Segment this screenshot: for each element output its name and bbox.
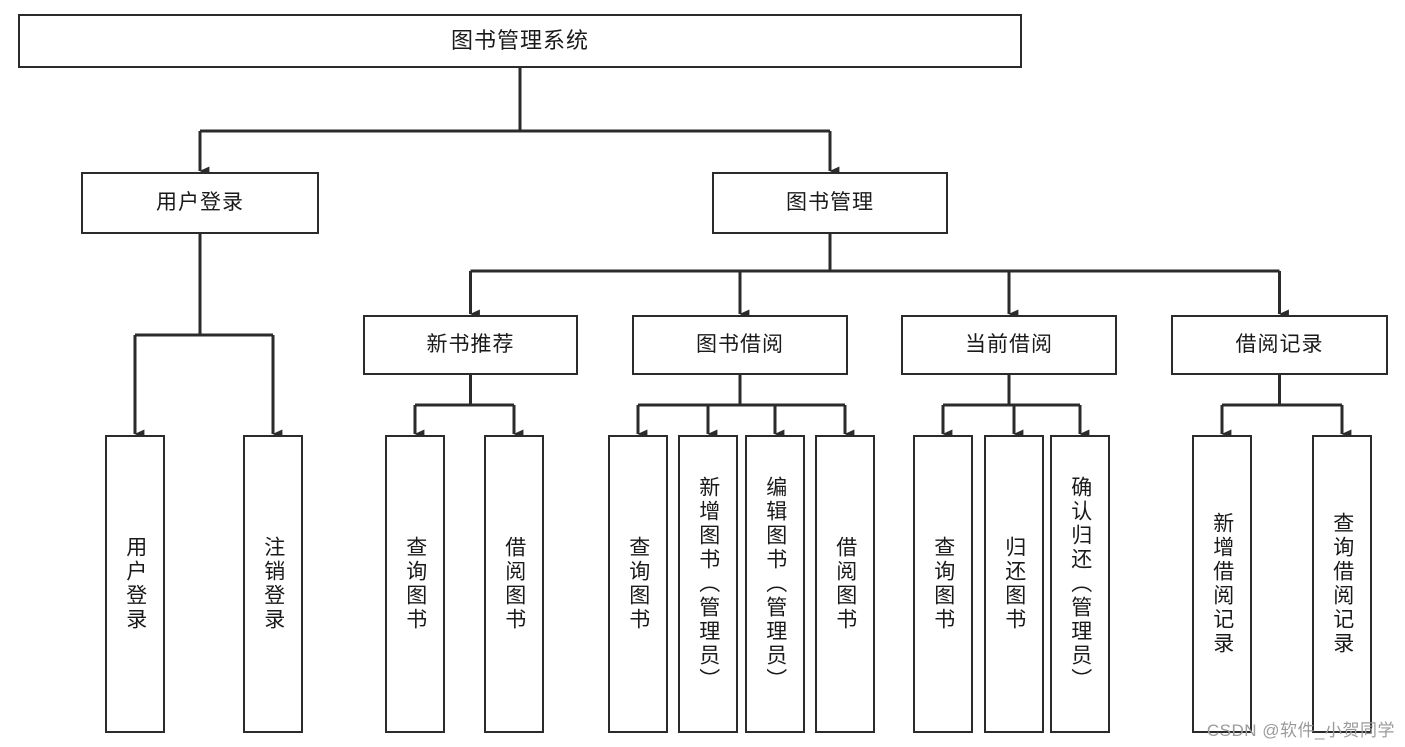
node-root[interactable]: 图书管理系统 — [18, 14, 1022, 68]
node-user-login[interactable]: 用户登录 — [81, 172, 319, 234]
node-leaf-confirm-return-admin-label: 确认归还（管理员） — [1068, 476, 1092, 692]
node-leaf-confirm-return-admin[interactable]: 确认归还（管理员） — [1050, 435, 1110, 733]
node-book-borrow[interactable]: 图书借阅 — [632, 315, 848, 375]
node-leaf-add-book-admin[interactable]: 新增图书（管理员） — [678, 435, 738, 733]
node-current-borrow-label: 当前借阅 — [965, 333, 1053, 357]
node-leaf-user-login-label: 用户登录 — [123, 536, 147, 632]
node-borrow-record[interactable]: 借阅记录 — [1171, 315, 1388, 375]
node-leaf-query-book-current-label: 查询图书 — [931, 536, 955, 632]
node-leaf-query-book-borrow-label: 查询图书 — [626, 536, 650, 632]
node-leaf-logout[interactable]: 注销登录 — [243, 435, 303, 733]
node-leaf-query-borrow-record-label: 查询借阅记录 — [1330, 512, 1354, 656]
node-leaf-query-book-recommend[interactable]: 查询图书 — [385, 435, 445, 733]
node-leaf-query-book-current[interactable]: 查询图书 — [913, 435, 973, 733]
node-user-login-label: 用户登录 — [156, 191, 244, 215]
node-leaf-query-book-recommend-label: 查询图书 — [403, 536, 427, 632]
node-leaf-borrow-book-recommend[interactable]: 借阅图书 — [484, 435, 544, 733]
node-leaf-edit-book-admin[interactable]: 编辑图书（管理员） — [745, 435, 805, 733]
edges-group — [133, 68, 1352, 439]
node-book-management[interactable]: 图书管理 — [712, 172, 948, 234]
node-leaf-borrow-book[interactable]: 借阅图书 — [815, 435, 875, 733]
node-leaf-borrow-book-label: 借阅图书 — [833, 536, 857, 632]
node-leaf-borrow-book-recommend-label: 借阅图书 — [502, 536, 526, 632]
node-leaf-query-borrow-record[interactable]: 查询借阅记录 — [1312, 435, 1372, 733]
node-leaf-return-book-label: 归还图书 — [1002, 536, 1026, 632]
node-root-label: 图书管理系统 — [450, 27, 589, 53]
node-new-book-recommend[interactable]: 新书推荐 — [363, 315, 578, 375]
node-leaf-add-book-admin-label: 新增图书（管理员） — [696, 476, 720, 692]
node-borrow-record-label: 借阅记录 — [1235, 333, 1324, 357]
node-leaf-add-borrow-record[interactable]: 新增借阅记录 — [1192, 435, 1252, 733]
node-leaf-return-book[interactable]: 归还图书 — [984, 435, 1044, 733]
node-leaf-logout-label: 注销登录 — [261, 536, 285, 632]
node-book-management-label: 图书管理 — [786, 191, 874, 215]
node-current-borrow[interactable]: 当前借阅 — [901, 315, 1117, 375]
node-book-borrow-label: 图书借阅 — [696, 333, 784, 357]
node-new-book-recommend-label: 新书推荐 — [426, 333, 515, 357]
node-leaf-query-book-borrow[interactable]: 查询图书 — [608, 435, 668, 733]
node-leaf-user-login[interactable]: 用户登录 — [105, 435, 165, 733]
node-leaf-edit-book-admin-label: 编辑图书（管理员） — [763, 476, 787, 692]
node-leaf-add-borrow-record-label: 新增借阅记录 — [1210, 512, 1234, 656]
